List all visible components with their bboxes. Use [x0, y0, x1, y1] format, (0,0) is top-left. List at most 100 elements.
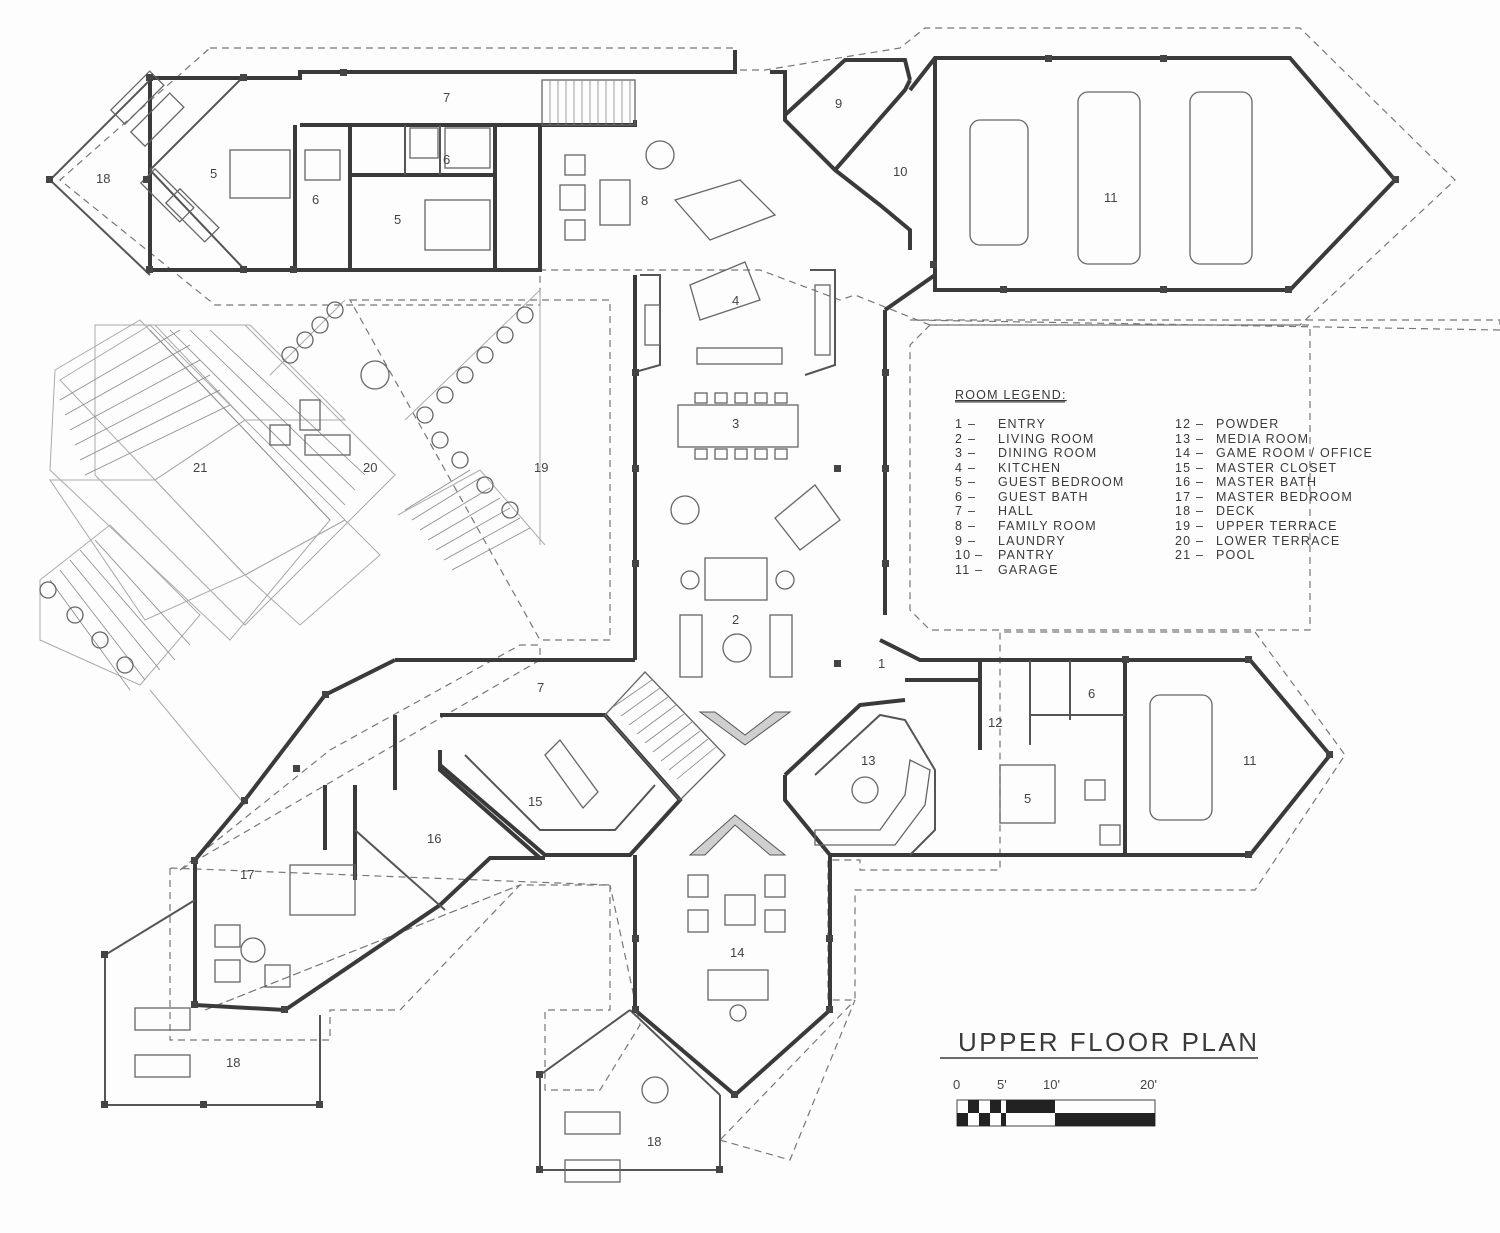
legend-item-20-name: LOWER TERRACE: [1216, 534, 1340, 548]
scale-label-0: 0: [953, 1077, 960, 1092]
svg-text:–: –: [1196, 519, 1204, 533]
svg-text:–: –: [1196, 461, 1204, 475]
legend-item-14-name: GAME ROOM / OFFICE: [1216, 446, 1373, 460]
legend-item-15-num: 15: [1175, 461, 1191, 475]
legend-heading: ROOM LEGEND:: [955, 388, 1067, 402]
plan-title: UPPER FLOOR PLAN: [958, 1027, 1260, 1057]
legend-item-18-name: DECK: [1216, 504, 1256, 518]
label-garage-side: 11: [1243, 753, 1257, 768]
legend-item-3-name: DINING ROOM: [998, 446, 1097, 460]
legend-item-12-num: 12: [1175, 417, 1191, 431]
legend-item-12-name: POWDER: [1216, 417, 1279, 431]
label-lower-terrace: 20: [363, 460, 377, 475]
legend-item-5-num: 5: [955, 475, 963, 489]
legend-item-16-name: MASTER BATH: [1216, 475, 1317, 489]
legend-item-2-name: LIVING ROOM: [998, 432, 1095, 446]
label-media-room: 13: [861, 753, 875, 768]
scale-label-5: 5': [997, 1077, 1007, 1092]
columns: [46, 55, 1399, 1173]
legend-item-7-num: 7: [955, 504, 963, 518]
legend-item-2-num: 2: [955, 432, 963, 446]
label-game-room: 14: [730, 945, 744, 960]
pool: [39, 319, 396, 806]
legend-item-17-num: 17: [1175, 490, 1191, 504]
label-kitchen: 4: [732, 293, 739, 308]
legend-item-6-num: 6: [955, 490, 963, 504]
legend-item-5-name: GUEST BEDROOM: [998, 475, 1125, 489]
label-guest-bath-a: 6: [312, 192, 319, 207]
stairs-bottom: [604, 671, 726, 801]
label-laundry: 9: [835, 96, 842, 111]
legend-item-11-name: GARAGE: [998, 563, 1059, 577]
legend-item-15-name: MASTER CLOSET: [1216, 461, 1337, 475]
legend-item-20-num: 20: [1175, 534, 1191, 548]
label-dining-room: 3: [732, 416, 739, 431]
svg-text:–: –: [1196, 490, 1204, 504]
legend-item-1-name: ENTRY: [998, 417, 1046, 431]
label-guest-bedroom-b: 5: [394, 212, 401, 227]
legend-item-9-name: LAUNDRY: [998, 534, 1066, 548]
label-garage-main: 11: [1104, 190, 1118, 205]
label-living-room: 2: [732, 612, 739, 627]
stairs-top: [541, 79, 636, 126]
legend-item-3-num: 3: [955, 446, 963, 460]
pool-lanes: [59, 329, 366, 521]
legend-item-4-num: 4: [955, 461, 963, 475]
legend-item-14-num: 14: [1175, 446, 1191, 460]
svg-text:–: –: [968, 504, 976, 518]
legend-item-1-num: 1: [955, 417, 963, 431]
furniture: [109, 70, 1253, 1183]
svg-text:–: –: [1196, 432, 1204, 446]
legend-item-21-num: 21: [1175, 548, 1191, 562]
legend-item-13-name: MEDIA ROOM: [1216, 432, 1309, 446]
label-guest-bedroom-c: 5: [1024, 791, 1031, 806]
label-guest-bedroom-a: 5: [210, 166, 217, 181]
roof-outline: [59, 27, 1500, 1161]
legend-right-column: 12–POWDER 13–MEDIA ROOM 14–GAME ROOM / O…: [1175, 417, 1373, 562]
svg-text:–: –: [968, 417, 976, 431]
legend-item-8-num: 8: [955, 519, 963, 533]
legend-item-19-num: 19: [1175, 519, 1191, 533]
terraces: [39, 288, 611, 674]
legend-item-10-num: 10: [955, 548, 971, 562]
legend-item-16-num: 16: [1175, 475, 1191, 489]
label-powder: 12: [988, 715, 1002, 730]
svg-text:–: –: [968, 534, 976, 548]
svg-text:–: –: [1196, 534, 1204, 548]
svg-text:–: –: [968, 519, 976, 533]
svg-text:–: –: [1196, 417, 1204, 431]
label-master-bath: 16: [427, 831, 441, 846]
legend-item-11-num: 11: [955, 563, 970, 577]
label-upper-terrace: 19: [534, 460, 548, 475]
label-guest-bath-b: 6: [443, 152, 450, 167]
interior-walls: [293, 123, 1125, 911]
legend-item-18-num: 18: [1175, 504, 1191, 518]
label-entry: 1: [878, 656, 885, 671]
label-deck-bottom-left: 18: [226, 1055, 240, 1070]
junction-chevrons: [688, 711, 792, 856]
svg-text:–: –: [1196, 548, 1204, 562]
label-guest-bath-c: 6: [1088, 686, 1095, 701]
svg-text:–: –: [1196, 504, 1204, 518]
exterior-walls: [48, 50, 1398, 1171]
legend-item-21-name: POOL: [1216, 548, 1256, 562]
scale-label-10: 10': [1043, 1077, 1060, 1092]
legend-item-6-name: GUEST BATH: [998, 490, 1089, 504]
svg-text:–: –: [968, 475, 976, 489]
svg-text:–: –: [968, 432, 976, 446]
svg-text:–: –: [1196, 446, 1204, 460]
legend-item-9-num: 9: [955, 534, 963, 548]
label-family-room: 8: [641, 193, 648, 208]
svg-text:–: –: [968, 461, 976, 475]
svg-text:–: –: [975, 548, 983, 562]
legend-item-7-name: HALL: [998, 504, 1034, 518]
legend-left-column: 1–ENTRY 2–LIVING ROOM 3–DINING ROOM 4–KI…: [955, 417, 1125, 577]
legend-item-4-name: KITCHEN: [998, 461, 1061, 475]
label-hall-top: 7: [443, 90, 450, 105]
label-pool: 21: [193, 460, 207, 475]
scale-bar: 0 5' 10' 20': [953, 1077, 1157, 1127]
svg-text:–: –: [1196, 475, 1204, 489]
legend-item-8-name: FAMILY ROOM: [998, 519, 1097, 533]
svg-text:–: –: [975, 563, 983, 577]
